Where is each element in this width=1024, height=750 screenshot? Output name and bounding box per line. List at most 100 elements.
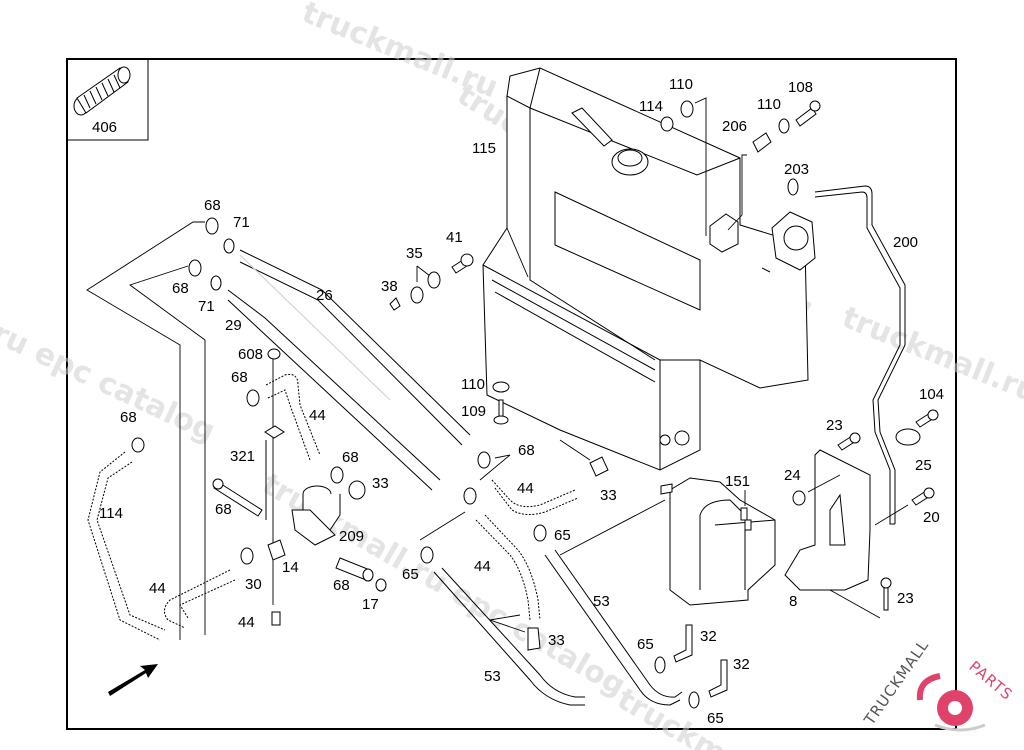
bracket-plate-icon bbox=[264, 425, 285, 439]
label-209: 68 bbox=[215, 501, 232, 518]
fitting-33-icon bbox=[348, 480, 366, 500]
label-114: 17 bbox=[362, 596, 379, 613]
label-24: 24 bbox=[784, 467, 801, 484]
bolt-23-icon bbox=[883, 584, 889, 611]
ring-71-icon bbox=[210, 275, 222, 291]
hose-29[interactable]: 29 bbox=[225, 289, 441, 491]
label-65: 65 bbox=[637, 636, 654, 653]
label-200: 200 bbox=[893, 234, 918, 251]
washer-110-icon bbox=[492, 381, 510, 393]
label-68: 68 bbox=[342, 449, 359, 466]
label-708: 44 bbox=[238, 614, 255, 631]
label-108: 108 bbox=[788, 79, 813, 96]
label-44: 44 bbox=[149, 580, 166, 597]
clamp-68-icon bbox=[131, 437, 145, 453]
label-65: 65 bbox=[554, 527, 571, 544]
hose-44-left[interactable]: 68 114 44 bbox=[87, 409, 236, 696]
label-104: 104 bbox=[919, 386, 944, 403]
clamp-68-icon bbox=[188, 259, 202, 277]
label-53: 53 bbox=[484, 668, 501, 685]
clip-group-35[interactable]: 41 35 38 bbox=[381, 229, 474, 311]
clamp-65-icon bbox=[420, 546, 434, 564]
label-32: 32 bbox=[733, 656, 750, 673]
middle-fittings[interactable]: 110 109 68 44 33 65 65 44 bbox=[402, 376, 617, 621]
elbow-32-icon bbox=[673, 624, 693, 663]
clamp-68-icon bbox=[240, 547, 254, 565]
label-109: 109 bbox=[461, 403, 486, 420]
label-14: 209 bbox=[339, 528, 364, 545]
label-68: 68 bbox=[204, 197, 221, 214]
clamp-25-icon bbox=[895, 428, 921, 446]
fuel-tank-115[interactable]: 115 bbox=[472, 67, 816, 471]
vent-line-200[interactable]: 200 bbox=[814, 185, 918, 525]
label-23: 23 bbox=[897, 590, 914, 607]
label-68: 68 bbox=[231, 369, 248, 386]
clamps-upper-left[interactable]: 68 71 68 71 bbox=[86, 197, 250, 640]
label-65: 65 bbox=[402, 566, 419, 583]
label-41: 41 bbox=[446, 229, 463, 246]
label-321: 321 bbox=[230, 448, 255, 465]
label-68: 68 bbox=[172, 280, 189, 297]
elbow-32-icon bbox=[708, 659, 728, 698]
watermark: ru epc catalog bbox=[0, 316, 220, 450]
fitting-30-icon bbox=[267, 539, 286, 561]
label-8: 8 bbox=[789, 593, 797, 610]
clamp-65-icon bbox=[654, 656, 666, 674]
clamp-65-icon bbox=[533, 524, 547, 542]
hose-53[interactable]: 53 53 33 65 32 32 65 bbox=[433, 499, 750, 727]
spacer-206-icon bbox=[752, 132, 772, 153]
label-44: 44 bbox=[309, 407, 326, 424]
label-44: 44 bbox=[474, 558, 491, 575]
label-115: 115 bbox=[472, 140, 496, 157]
label-114: 114 bbox=[639, 98, 663, 115]
hose-26[interactable]: 26 bbox=[239, 249, 471, 446]
label-20: 20 bbox=[923, 509, 940, 526]
label-71: 71 bbox=[233, 214, 250, 231]
label-71: 71 bbox=[198, 298, 215, 315]
label-23: 23 bbox=[826, 417, 843, 434]
label-17: 68 bbox=[333, 577, 350, 594]
inset-border bbox=[67, 59, 149, 141]
mounting-bracket-8[interactable]: 23 104 25 24 20 8 23 bbox=[784, 386, 944, 619]
label-68: 30 bbox=[245, 576, 262, 593]
fastener-group-top[interactable]: 114 110 110 108 206 203 bbox=[639, 76, 821, 236]
nut-608-icon bbox=[267, 348, 281, 360]
clamp-68-icon bbox=[463, 487, 477, 505]
label-38: 38 bbox=[381, 278, 398, 295]
fuel-filter-151[interactable]: 151 bbox=[660, 473, 776, 606]
nut-114-icon bbox=[660, 116, 674, 132]
label-33: 33 bbox=[372, 475, 389, 492]
clamp-68-icon bbox=[477, 451, 491, 469]
label-25: 25 bbox=[915, 457, 932, 474]
label-35: 35 bbox=[406, 245, 423, 262]
label-26: 26 bbox=[316, 287, 333, 304]
ring-71-icon bbox=[223, 238, 235, 254]
nut-114-icon bbox=[375, 578, 387, 592]
screw-708-icon bbox=[271, 611, 281, 626]
clip-203-icon bbox=[787, 178, 799, 196]
clamp-65-icon bbox=[688, 691, 700, 709]
nut-24-icon bbox=[792, 490, 806, 506]
label-151: 151 bbox=[725, 473, 750, 490]
bolt-108-icon bbox=[795, 107, 817, 127]
label-110: 110 bbox=[757, 96, 781, 113]
direction-arrow-icon bbox=[108, 664, 158, 696]
label-68: 68 bbox=[120, 409, 137, 426]
truckmall-parts-logo: TRUCKMALL PARTS bbox=[860, 636, 1016, 732]
label-68: 68 bbox=[518, 442, 535, 459]
clamp-68-icon bbox=[330, 466, 344, 484]
label-608: 608 bbox=[238, 346, 263, 363]
label-44: 114 bbox=[99, 505, 123, 522]
inset-part-406[interactable]: 406 bbox=[67, 59, 149, 141]
label-29: 29 bbox=[225, 317, 242, 334]
logo-text-secondary: PARTS bbox=[965, 657, 1016, 704]
washer-110-icon bbox=[680, 100, 694, 118]
label-33: 33 bbox=[600, 487, 617, 504]
label-32: 32 bbox=[700, 628, 717, 645]
label-33: 33 bbox=[548, 632, 565, 649]
label-406: 406 bbox=[92, 119, 117, 136]
label-203: 203 bbox=[784, 161, 809, 178]
valve-assembly-14[interactable]: 608 68 44 321 68 33 68 209 14 30 68 17 4… bbox=[212, 346, 389, 631]
label-110: 110 bbox=[669, 76, 693, 93]
